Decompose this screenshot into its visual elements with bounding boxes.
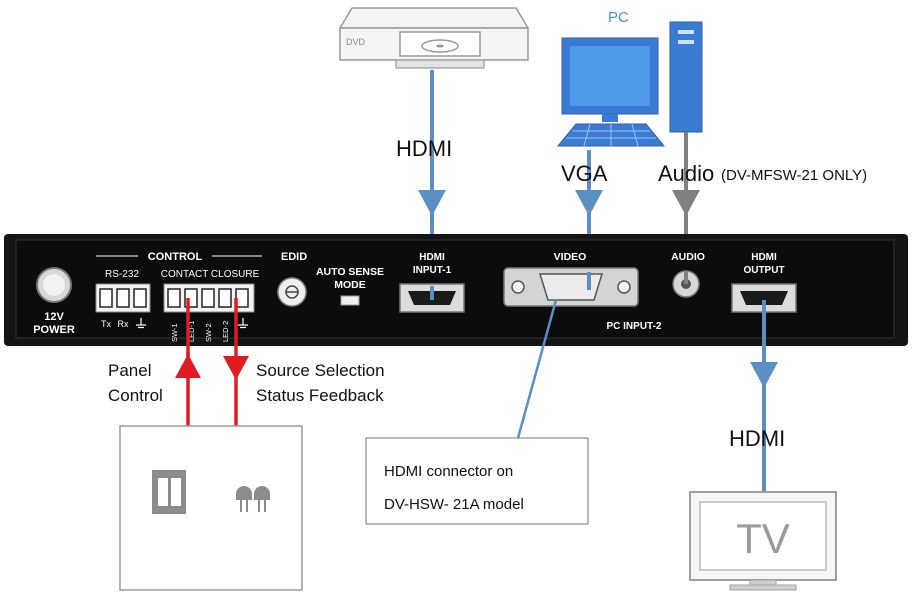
auto-sense-label-2: MODE xyxy=(334,279,366,291)
dvd-player-icon: DVD xyxy=(338,7,530,69)
edid-dial-icon xyxy=(277,277,307,307)
rs232-pin-rx: Rx xyxy=(118,319,129,329)
dvd-label: DVD xyxy=(346,37,366,47)
edid-label: EDID xyxy=(281,251,307,263)
control-header: CONTROL xyxy=(148,251,203,263)
power-label-1: 12V xyxy=(44,311,64,323)
panel-control-label-1: Panel xyxy=(108,361,151,380)
switch-icon xyxy=(152,470,186,514)
hdmi-input-port-label-1: HDMI xyxy=(419,252,445,263)
hdmi-input-port-label-2: INPUT-1 xyxy=(413,265,452,276)
rs232-terminal xyxy=(95,283,151,313)
contact-closure-label: CONTACT CLOSURE xyxy=(161,269,260,280)
audio-label: Audio xyxy=(658,161,714,186)
power-label-2: POWER xyxy=(33,324,75,336)
source-selection-label-2: Status Feedback xyxy=(256,386,384,405)
led-icon xyxy=(236,486,270,512)
audio-note: (DV-MFSW-21 ONLY) xyxy=(721,167,867,184)
callout-box: HDMI connector on DV-HSW- 21A model xyxy=(365,437,589,525)
ground-icon xyxy=(136,318,146,329)
ground-icon xyxy=(238,318,248,329)
contact-closure-terminal xyxy=(163,283,255,313)
contact-pin-sw1: SW-1 xyxy=(170,323,179,342)
tv-label: TV xyxy=(736,515,790,562)
callout-pointer xyxy=(516,299,558,439)
rs232-label: RS-232 xyxy=(105,269,139,280)
hdmi-input-label: HDMI xyxy=(396,136,452,161)
rs232-pin-tx: Tx xyxy=(101,319,111,329)
panel-control-label-2: Control xyxy=(108,386,163,405)
rear-panel: 12V POWER CONTROL RS-232 CONTACT CLOSURE… xyxy=(4,234,908,346)
video-label: VIDEO xyxy=(554,251,587,263)
pc-label: PC xyxy=(608,9,629,26)
auto-sense-label-1: AUTO SENSE xyxy=(316,266,384,278)
hdmi-output-cable xyxy=(750,300,778,492)
pc-input-label: PC INPUT-2 xyxy=(606,321,661,332)
contact-pin-sw2: SW-2 xyxy=(204,323,213,342)
power-jack xyxy=(36,267,72,303)
vga-port xyxy=(503,267,639,307)
hdmi-output-label: HDMI xyxy=(729,426,785,451)
hdmi-output-port-label-2: OUTPUT xyxy=(743,265,784,276)
control-panel-box xyxy=(119,425,303,591)
auto-sense-switch xyxy=(340,295,360,306)
pc-icon: PC xyxy=(556,9,703,147)
source-selection-label-1: Source Selection xyxy=(256,361,385,380)
audio-port-label: AUDIO xyxy=(671,251,705,263)
panel-control-wire xyxy=(175,298,201,428)
contact-pin-led1: LED-1 xyxy=(187,321,196,342)
hdmi-output-port-label-1: HDMI xyxy=(751,252,777,263)
callout-line-2: DV-HSW- 21A model xyxy=(384,496,524,513)
tv-icon: TV xyxy=(689,491,837,591)
callout-line-1: HDMI connector on xyxy=(384,463,513,480)
vga-label: VGA xyxy=(561,161,608,186)
contact-pin-led2: LED-2 xyxy=(221,321,230,342)
status-feedback-wire xyxy=(223,298,249,428)
